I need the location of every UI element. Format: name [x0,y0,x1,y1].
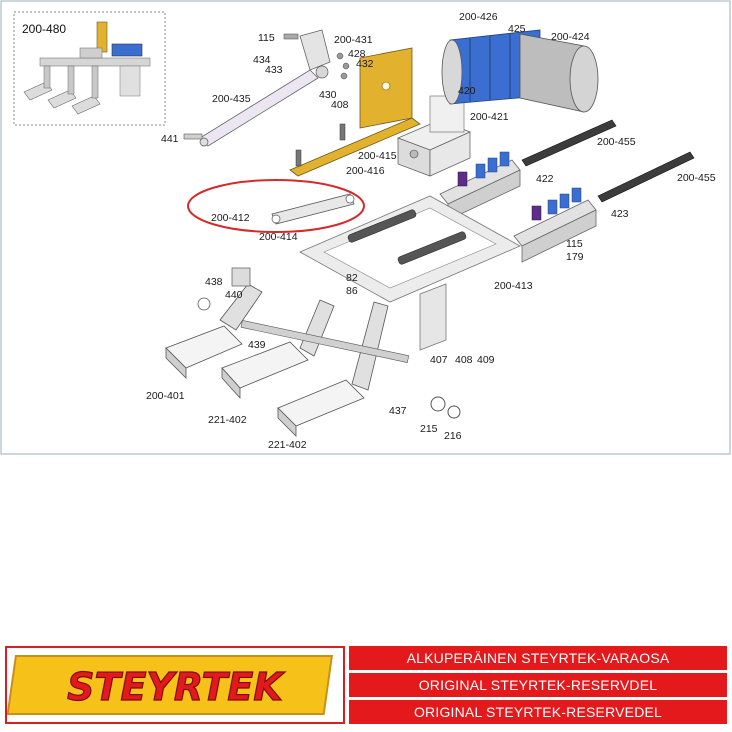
part-label: 430 [319,89,337,101]
highlight-ring [187,179,365,233]
part-label: 200-431 [334,34,373,46]
part-label: 425 [508,23,526,35]
part-label: 216 [444,430,462,442]
part-label: 200-455 [677,172,716,184]
part-label: 441 [161,133,179,145]
part-label: 200-426 [459,11,498,23]
inset-label: 200-480 [22,22,66,36]
part-label: 440 [225,289,243,301]
part-label: 200-435 [212,93,251,105]
steyrtek-logo: STEYRTEK [5,646,345,724]
logo-graphic: STEYRTEK [6,655,334,715]
part-label: 86 [346,285,358,297]
part-label: 408 [331,99,349,111]
part-label: 200-455 [597,136,636,148]
part-label: 422 [536,173,554,185]
frame-200-413 [299,195,521,351]
part-label: 428 [348,48,366,60]
logo-text: STEYRTEK [67,665,285,709]
electric-motor-200-424 [441,29,599,113]
part-label: 407 [430,354,448,366]
part-label: 200-415 [358,150,397,162]
lever-arm-200-435 [183,69,319,147]
part-label: 200-412 [211,212,250,224]
part-label: 200-424 [551,31,590,43]
banner-finnish: ALKUPERÄINEN STEYRTEK-VARAOSA [349,646,727,670]
part-label: 409 [477,354,495,366]
part-label: 200-413 [494,280,533,292]
link-200-412 [271,193,355,225]
valve-block-200-421 [396,95,472,177]
bracket-200-431 [283,29,350,80]
part-label: 433 [265,64,283,76]
pedal-assembly [165,267,461,437]
part-label: 179 [566,251,584,263]
distributor-422 [439,151,521,221]
part-label: 221-402 [208,414,247,426]
part-label: 215 [420,423,438,435]
gold-mounting-bracket [289,47,421,177]
part-label: 115 [258,32,275,44]
logo-background [6,655,334,715]
part-label: 439 [248,339,266,351]
part-label: 434 [253,54,271,66]
inset-assembly-illustration [23,21,151,115]
part-labels: 115 200-431 434 433 428 432 430 408 200-… [146,11,716,451]
part-label: 115 [566,238,583,250]
parts-diagram: 200-480 [0,0,731,455]
part-label: 437 [389,405,407,417]
shafts-200-455 [521,119,695,203]
distributor-423 [513,187,597,263]
banner-swedish: ORIGINAL STEYRTEK-RESERVDEL [349,673,727,697]
part-label: 420 [458,85,476,97]
banner-danish: ORIGINAL STEYRTEK-RESERVEDEL [349,700,727,724]
part-label: 200-416 [346,165,385,177]
part-label: 438 [205,276,223,288]
part-label: 432 [356,58,374,70]
part-label: 200-414 [259,231,298,243]
part-label: 423 [611,208,629,220]
part-label: 200-421 [470,111,509,123]
part-label: 82 [346,272,358,284]
footer: STEYRTEK ALKUPERÄINEN STEYRTEK-VARAOSA O… [5,646,727,726]
part-label: 200-401 [146,390,185,402]
part-label: 408 [455,354,473,366]
part-label: 221-402 [268,439,307,451]
